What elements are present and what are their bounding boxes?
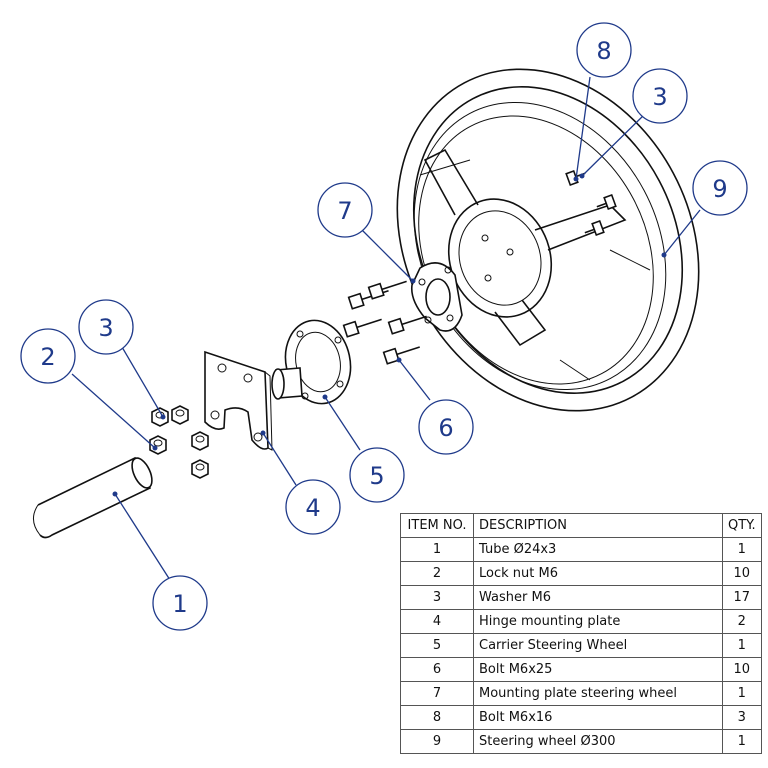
bom-description: Hinge mounting plate	[473, 609, 723, 634]
balloon-3-left: 3	[78, 299, 134, 355]
balloon-5: 5	[349, 447, 405, 503]
bom-header-description: DESCRIPTION	[473, 513, 723, 538]
balloon-label: 5	[369, 462, 384, 490]
balloon-label: 2	[40, 343, 55, 371]
bom-item-no: 8	[400, 705, 474, 730]
bom-row: 4 Hinge mounting plate 2	[400, 609, 762, 634]
bom-description: Carrier Steering Wheel	[473, 633, 723, 658]
bom-item-no: 1	[400, 537, 474, 562]
balloon-label: 9	[712, 175, 727, 203]
bill-of-materials-table: ITEM NO. DESCRIPTION QTY. 1 Tube Ø24x3 1…	[400, 513, 762, 754]
bom-description: Bolt M6x25	[473, 657, 723, 682]
balloon-label: 1	[172, 590, 187, 618]
bom-item-no: 2	[400, 561, 474, 586]
bom-description: Lock nut M6	[473, 561, 723, 586]
bom-qty: 2	[722, 609, 762, 634]
bom-header-qty: QTY.	[722, 513, 762, 538]
balloon-label: 3	[98, 314, 113, 342]
balloon-label: 4	[305, 494, 320, 522]
balloon-label: 7	[337, 197, 352, 225]
balloon-1: 1	[152, 575, 208, 631]
bom-row: 8 Bolt M6x16 3	[400, 705, 762, 730]
hinge-mounting-plate	[204, 350, 273, 451]
bom-description: Bolt M6x16	[473, 705, 723, 730]
balloon-8: 8	[576, 22, 632, 78]
balloon-label: 3	[652, 83, 667, 111]
bom-row: 1 Tube Ø24x3 1	[400, 537, 762, 562]
balloon-6: 6	[418, 399, 474, 455]
bom-description: Tube Ø24x3	[473, 537, 723, 562]
bom-qty: 17	[722, 585, 762, 610]
balloon-9: 9	[692, 160, 748, 216]
bom-qty: 10	[722, 561, 762, 586]
bom-description: Steering wheel Ø300	[473, 729, 723, 754]
bolt-m6x25-group	[342, 280, 427, 365]
tube	[33, 456, 153, 539]
balloon-3-right: 3	[632, 68, 688, 124]
bom-item-no: 4	[400, 609, 474, 634]
bom-row: 5 Carrier Steering Wheel 1	[400, 633, 762, 658]
balloon-2: 2	[20, 328, 76, 384]
bom-item-no: 5	[400, 633, 474, 658]
bom-qty: 1	[722, 633, 762, 658]
bom-description: Mounting plate steering wheel	[473, 681, 723, 706]
nuts-and-washers	[149, 405, 209, 479]
bom-qty: 3	[722, 705, 762, 730]
bom-qty: 1	[722, 729, 762, 754]
bom-qty: 1	[722, 681, 762, 706]
steering-wheel	[396, 68, 700, 412]
bom-row: 6 Bolt M6x25 10	[400, 657, 762, 682]
carrier-steering-wheel	[271, 319, 352, 405]
bom-qty: 1	[722, 537, 762, 562]
bom-row: 9 Steering wheel Ø300 1	[400, 729, 762, 754]
leader-lines	[71, 76, 701, 581]
bom-item-no: 6	[400, 657, 474, 682]
mounting-plate-steering-wheel	[410, 262, 463, 332]
bom-row: 3 Washer M6 17	[400, 585, 762, 610]
balloon-7: 7	[317, 182, 373, 238]
bom-item-no: 7	[400, 681, 474, 706]
bom-header-row: ITEM NO. DESCRIPTION QTY.	[400, 513, 762, 538]
bom-item-no: 9	[400, 729, 474, 754]
balloon-4: 4	[285, 479, 341, 535]
balloon-label: 6	[438, 414, 453, 442]
bom-item-no: 3	[400, 585, 474, 610]
balloon-label: 8	[596, 37, 611, 65]
bom-row: 7 Mounting plate steering wheel 1	[400, 681, 762, 706]
bom-header-item: ITEM NO.	[400, 513, 474, 538]
bom-qty: 10	[722, 657, 762, 682]
bom-row: 2 Lock nut M6 10	[400, 561, 762, 586]
bom-description: Washer M6	[473, 585, 723, 610]
